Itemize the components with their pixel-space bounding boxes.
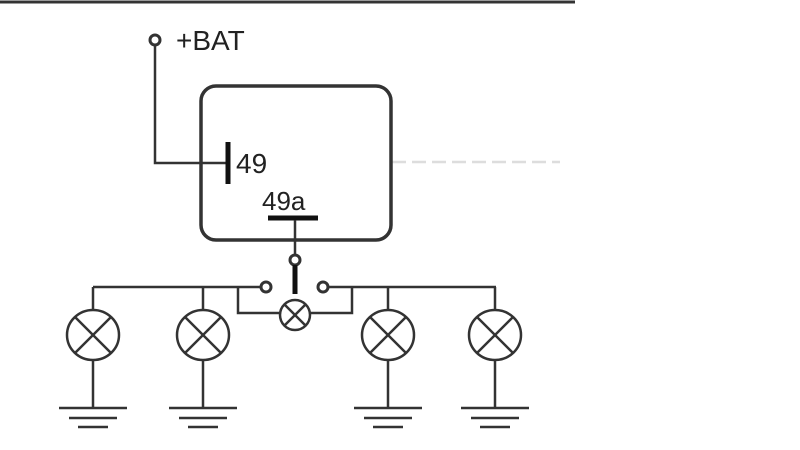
switch-common-terminal-icon	[288, 253, 302, 267]
battery-terminal-icon	[148, 33, 162, 47]
lamp-icon	[65, 308, 121, 362]
lamp-icon	[360, 308, 416, 362]
lamp-icon	[175, 308, 231, 362]
battery-label: +BAT	[176, 25, 245, 56]
ground-icon	[354, 406, 422, 429]
terminal-49a-label: 49a	[262, 186, 306, 216]
indicator-loop-wire-right	[311, 287, 354, 315]
indicator-lamp-icon	[278, 298, 312, 332]
ground-icon	[169, 406, 237, 429]
battery-wire	[153, 45, 228, 165]
terminal-49-label: 49	[236, 148, 268, 179]
indicator-loop-wire	[236, 287, 279, 315]
switch-left-contact-icon	[259, 280, 273, 294]
switch-right-contact-icon	[316, 280, 330, 294]
ground-icon	[59, 406, 127, 429]
ground-icon	[461, 406, 529, 429]
lamp-icon	[467, 308, 523, 362]
